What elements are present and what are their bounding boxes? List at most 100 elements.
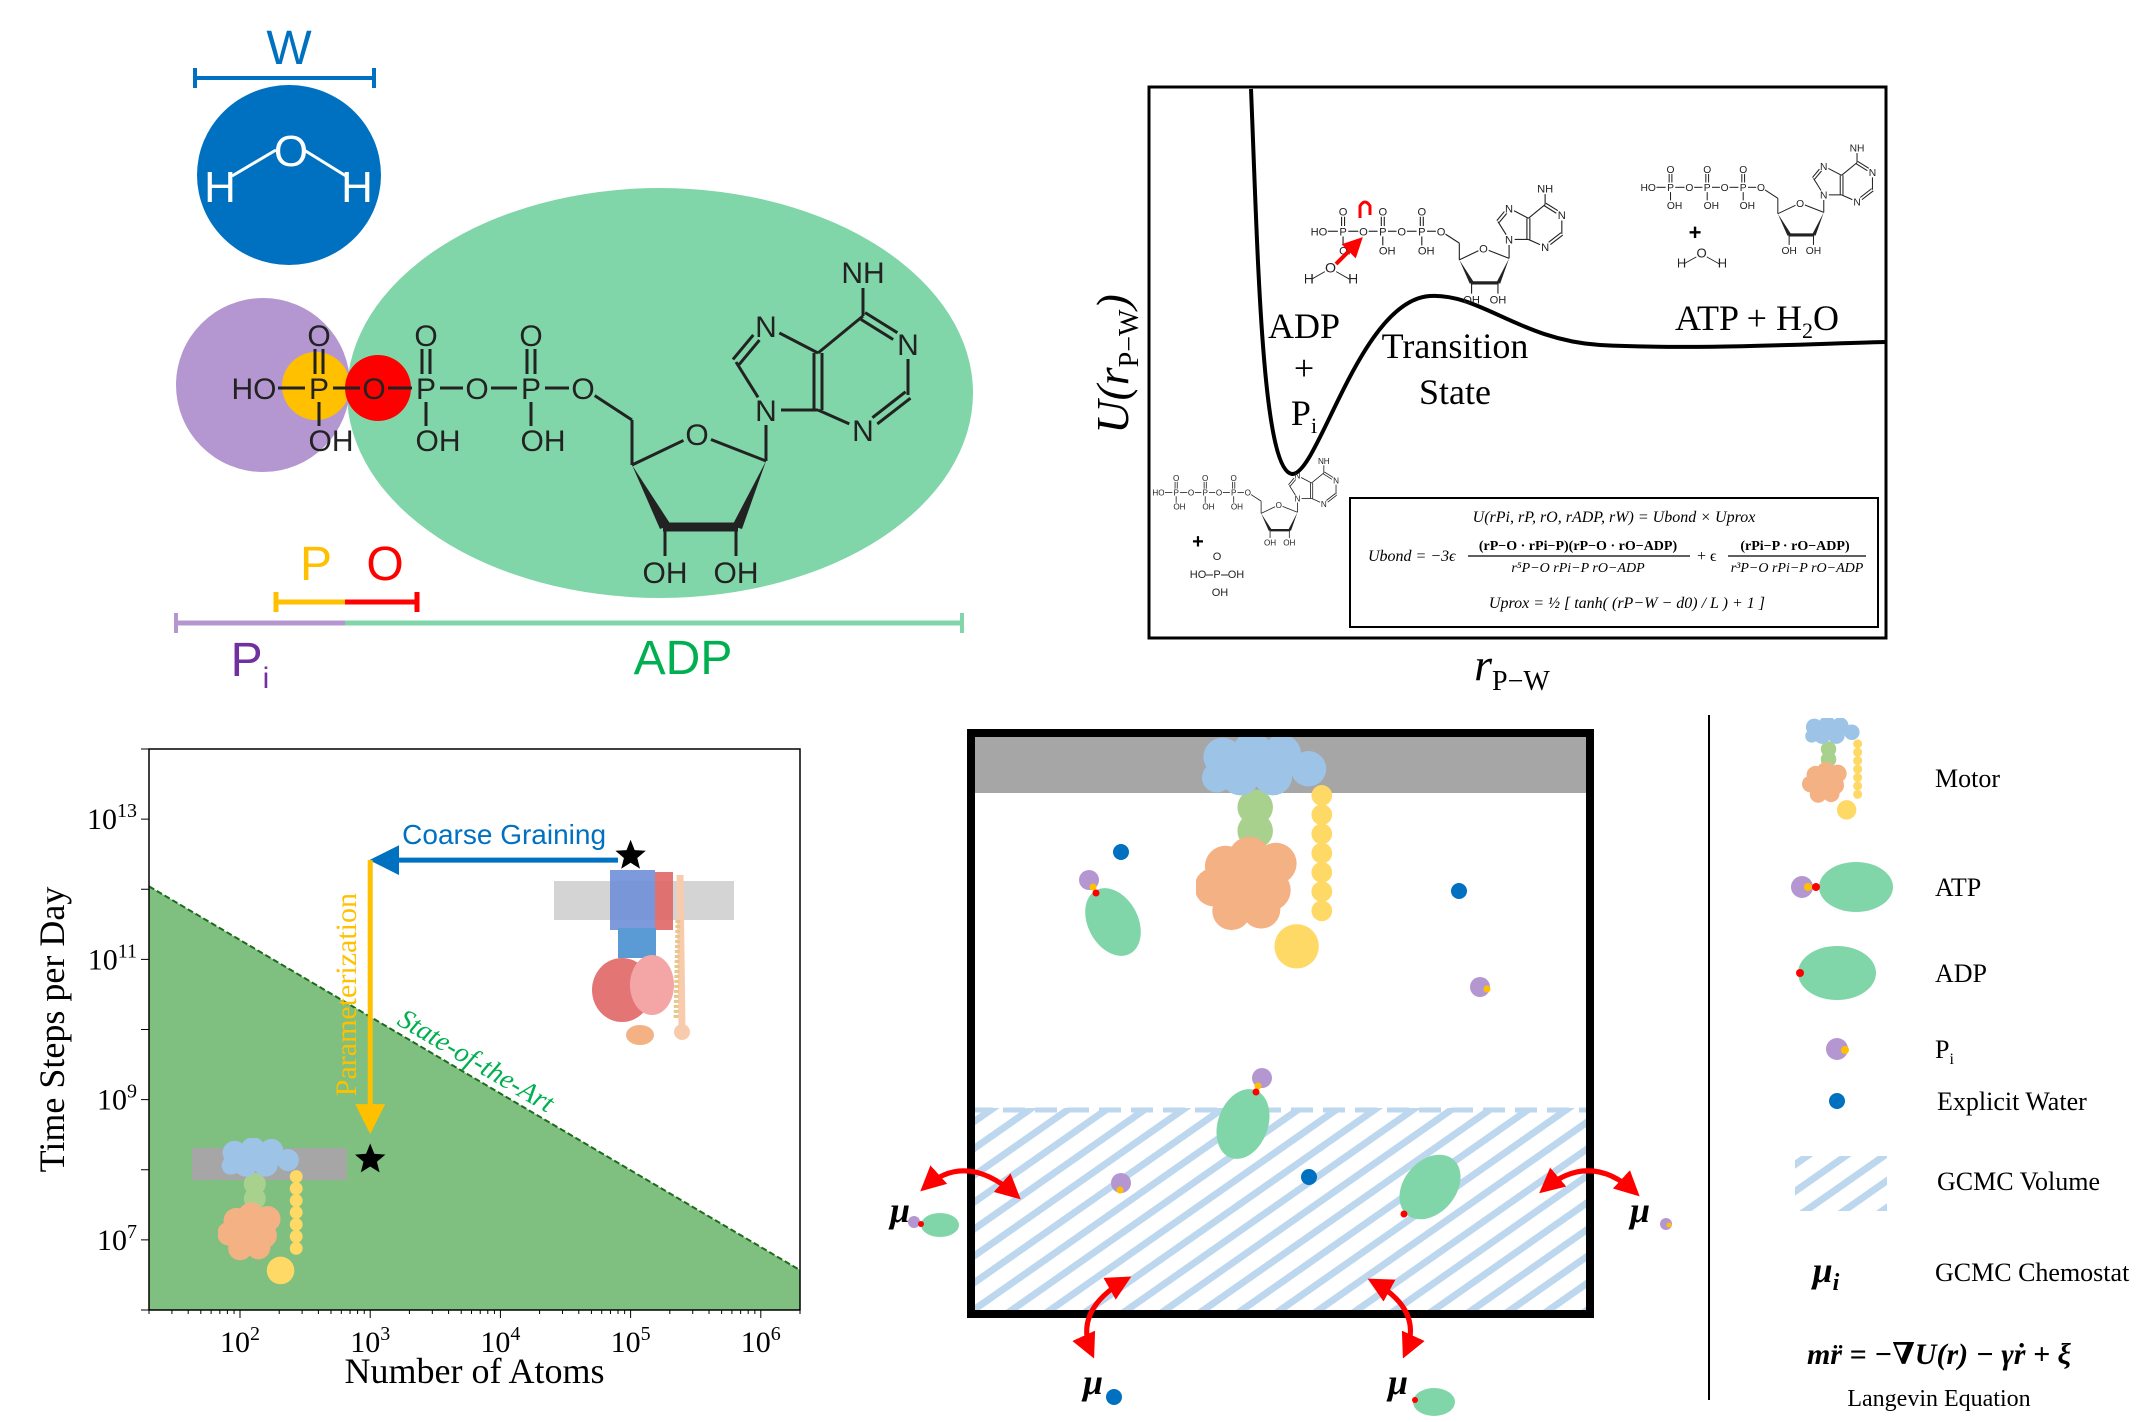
pi-label: Pi bbox=[231, 634, 270, 695]
water-particle bbox=[1301, 1169, 1317, 1185]
water-label: W bbox=[266, 22, 312, 75]
svg-text:Pi: Pi bbox=[1935, 1035, 1954, 1068]
equation-uprox-lhs: Uprox = ½ bbox=[1489, 595, 1560, 612]
atp-icon bbox=[1791, 862, 1893, 912]
legend: Motor ATP ADP Pi Explicit Water GCMC Vol… bbox=[1708, 715, 2130, 1412]
equation-box bbox=[1349, 497, 1879, 628]
hatch-icon bbox=[1795, 1156, 1887, 1211]
water-particle bbox=[1451, 883, 1467, 899]
pi-particle bbox=[1470, 977, 1491, 997]
atp-water-state-label: ATP + H2O bbox=[1675, 298, 1839, 343]
pi-state-label: Pi bbox=[1291, 393, 1317, 438]
panel-energy-landscape: U(rP−W) rP−W ADP + Pi Transition State A… bbox=[1087, 85, 1888, 697]
water-particle bbox=[1106, 1389, 1122, 1405]
coarse-graining-label: Coarse Graining bbox=[402, 819, 606, 850]
y-tick-label: 107 bbox=[97, 1221, 137, 1257]
x-tick-label: 104 bbox=[480, 1323, 520, 1359]
svg-text:GCMC Chemostat: GCMC Chemostat bbox=[1935, 1258, 2130, 1287]
x-tick-label: 103 bbox=[350, 1323, 390, 1359]
equation-frac1-num: (rP−O · rPi−P)(rP−O · rO−ADP) bbox=[1479, 539, 1678, 554]
equation-plus-eps: + ϵ bbox=[1697, 548, 1717, 565]
langevin-equation: mr̈ = −∇U(r) − γṙ + ξ bbox=[1807, 1338, 2072, 1371]
adp-particle bbox=[921, 1213, 959, 1237]
adp-particle bbox=[1413, 1388, 1455, 1416]
y-axis-label: Time Steps per Day bbox=[32, 887, 72, 1173]
adp-particle bbox=[1399, 1154, 1461, 1220]
transition-label: Transition bbox=[1382, 326, 1529, 366]
svg-text:OH: OH bbox=[1212, 587, 1229, 599]
x-tick-label: 102 bbox=[220, 1323, 260, 1359]
adp-state-label: ADP bbox=[1268, 306, 1340, 346]
plus-sign: + bbox=[1689, 220, 1702, 245]
equation-uprox-rhs: [ tanh( (rP−W − d0) / L ) + 1 ] bbox=[1564, 595, 1765, 612]
y-axis-label: U(rP−W) bbox=[1087, 294, 1145, 434]
water-atom-h: H bbox=[204, 163, 236, 212]
water-atom-o: O bbox=[274, 127, 308, 176]
chemostat-symbol: μ bbox=[1081, 1362, 1103, 1402]
svg-text:OH: OH bbox=[1228, 569, 1245, 581]
water-icon bbox=[1829, 1093, 1845, 1109]
adp-label: ADP bbox=[634, 632, 733, 685]
water-particle bbox=[1113, 844, 1129, 860]
equation-frac1-den: r⁵P−O rPi−P rO−ADP bbox=[1511, 561, 1645, 576]
water-atom-h: H bbox=[341, 163, 373, 212]
svg-text:Motor: Motor bbox=[1935, 764, 2000, 793]
motor bbox=[1196, 736, 1333, 969]
adp-icon bbox=[1796, 946, 1876, 1000]
o-label: O bbox=[366, 538, 403, 591]
pi-particle bbox=[1111, 1173, 1131, 1194]
pi-icon bbox=[1826, 1038, 1849, 1060]
chemostat-symbol: μ bbox=[888, 1190, 910, 1230]
x-axis-label: Number of Atoms bbox=[345, 1351, 605, 1391]
star-marker bbox=[355, 1143, 386, 1173]
svg-text:Explicit Water: Explicit Water bbox=[1937, 1087, 2087, 1116]
y-tick-label: 1013 bbox=[87, 800, 137, 836]
equation-frac2-den: r³P−O rPi−P rO−ADP bbox=[1731, 561, 1864, 576]
x-axis-label: rP−W bbox=[1474, 639, 1550, 697]
panel-simulation-box: μ μ μ μ bbox=[888, 729, 1672, 1416]
exchange-arrow bbox=[1072, 1276, 1132, 1359]
equation-u-total: U(rPi, rP, rO, rADP, rW) = Ubond × Uprox bbox=[1473, 509, 1756, 526]
x-tick-label: 106 bbox=[741, 1323, 781, 1359]
svg-text:HO: HO bbox=[1190, 569, 1207, 581]
exchange-arrow bbox=[1539, 1167, 1640, 1197]
panel-coarse-grained-atp: W H O H P O Pi ADP bbox=[174, 22, 973, 695]
coarse-grained-motor-illustration bbox=[192, 1138, 347, 1285]
y-tick-label: 109 bbox=[97, 1081, 137, 1117]
chemostat-symbol: μi bbox=[1811, 1250, 1840, 1296]
water-bead bbox=[197, 85, 381, 265]
svg-text:P: P bbox=[1213, 569, 1220, 581]
equation-ubond-lhs: Ubond = −3ϵ bbox=[1368, 548, 1456, 565]
gcmc-volume bbox=[971, 1108, 1590, 1314]
equation-frac2-num: (rPi−P · rO−ADP) bbox=[1740, 539, 1850, 554]
plus-sign: + bbox=[1192, 531, 1204, 553]
parameterization-label: Parameterization bbox=[330, 893, 363, 1096]
motor-icon bbox=[1802, 718, 1863, 820]
legend-item-pi: Pi bbox=[1826, 1035, 1954, 1068]
legend-item-gcmc-volume: GCMC Volume bbox=[1795, 1156, 2100, 1211]
legend-item-adp: ADP bbox=[1796, 946, 1987, 1000]
svg-text:O: O bbox=[1213, 551, 1222, 563]
legend-item-gcmc-chemostat: μi GCMC Chemostat bbox=[1811, 1250, 2130, 1296]
chemostat-symbol: μ bbox=[1628, 1190, 1650, 1230]
chemostat-symbol: μ bbox=[1386, 1362, 1408, 1402]
simulation-box-frame bbox=[967, 729, 1594, 1318]
state-label: State bbox=[1419, 372, 1491, 412]
svg-text:ATP: ATP bbox=[1935, 873, 1981, 902]
phosphate-structure-small: HO P OH O OH bbox=[1190, 551, 1245, 599]
plus-label: + bbox=[1294, 348, 1314, 388]
legend-item-atp: ATP bbox=[1791, 862, 1981, 912]
svg-text:GCMC Volume: GCMC Volume bbox=[1937, 1167, 2100, 1196]
legend-item-explicit-water: Explicit Water bbox=[1829, 1087, 2087, 1116]
langevin-label: Langevin Equation bbox=[1847, 1386, 2030, 1412]
all-atom-motor-illustration bbox=[554, 870, 734, 1045]
x-tick-label: 105 bbox=[611, 1323, 651, 1359]
atp-particle bbox=[1216, 1068, 1272, 1159]
energy-curve bbox=[1249, 88, 1887, 477]
svg-text:ADP: ADP bbox=[1935, 959, 1987, 988]
exchange-arrow bbox=[1367, 1278, 1425, 1359]
atp-particle bbox=[1079, 870, 1141, 956]
adp-bead bbox=[347, 188, 973, 598]
